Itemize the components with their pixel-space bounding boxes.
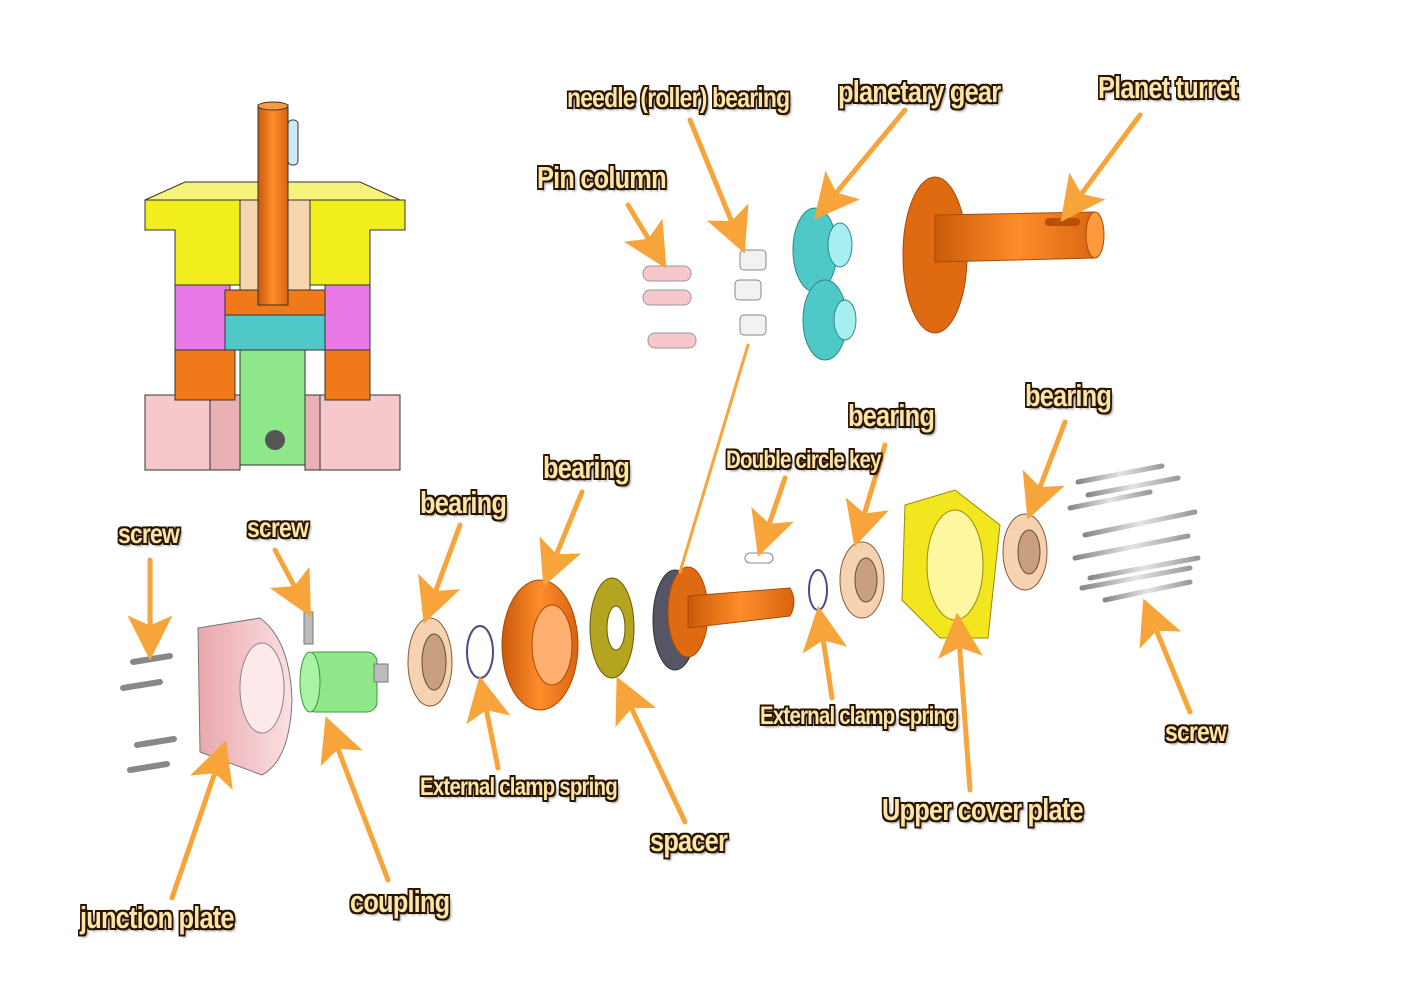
upper-cover-plate-part (901, 489, 1001, 639)
small-screw (303, 611, 314, 645)
arrow-screw-left-2 (269, 547, 311, 618)
sun-gear-shaft (652, 566, 795, 671)
label-bearing-4: bearing (1025, 378, 1112, 413)
junction-plate (197, 617, 293, 776)
arrow-clamp-spring-2 (802, 605, 848, 701)
label-screw-left-1: screw (118, 518, 180, 549)
arrow-screw-right (1139, 598, 1193, 715)
label-junction-plate: junction plate (80, 900, 235, 935)
needle-bearings (734, 249, 767, 336)
label-external-clamp-spring-2: External clamp spring (760, 702, 958, 730)
label-bearing-2: bearing (543, 450, 630, 485)
label-spacer: spacer (650, 823, 728, 858)
label-external-clamp-spring-1: External clamp spring (420, 773, 618, 801)
double-circle-key-part (744, 552, 774, 564)
clamp-spring-part-2 (808, 569, 828, 611)
arrow-double-circle-key (751, 475, 794, 557)
arrow-bearing-4 (1022, 419, 1068, 520)
label-pin-column: Pin column (537, 160, 667, 195)
label-bearing-1: bearing (420, 485, 507, 520)
label-coupling: coupling (350, 884, 450, 919)
label-bearing-3: bearing (848, 398, 935, 433)
arrow-planetary-gear (814, 107, 908, 220)
arrow-spacer (615, 676, 688, 825)
coupling-part (299, 651, 389, 713)
arrow-junction-plate (169, 740, 233, 901)
orange-bearing-housing (501, 579, 579, 711)
arrow-upper-cover-plate (937, 612, 983, 793)
planetary-gears (792, 207, 857, 361)
planet-turret (902, 176, 1105, 334)
arrow-needle-to-shaft (678, 343, 750, 574)
bearing-part-2 (839, 541, 885, 619)
clamp-spring-part-1 (466, 625, 494, 679)
arrow-bearing-2 (539, 489, 585, 587)
arrow-needle-bearing (687, 117, 749, 254)
arrow-bearing-1 (418, 522, 463, 624)
bearing-part-3 (1002, 513, 1048, 591)
label-screw-right: screw (1165, 716, 1227, 747)
arrow-coupling (320, 716, 391, 883)
label-needle-roller-bearing: needle (roller) bearing (567, 82, 790, 113)
arrows (127, 107, 1193, 901)
assembled-cutaway (144, 101, 406, 471)
label-double-circle-key: Double circle key (726, 446, 882, 474)
spacer-part (589, 577, 635, 679)
arrow-planet-turret (1060, 112, 1143, 223)
label-upper-cover-plate: Upper cover plate (882, 792, 1084, 827)
left-screws (120, 653, 177, 773)
bearing-part-1 (407, 617, 453, 707)
right-screws (1067, 463, 1201, 603)
arrow-bearing-3 (845, 442, 889, 547)
label-planet-turret: Planet turret (1098, 70, 1238, 105)
arrow-pin-column (623, 202, 667, 269)
arrow-clamp-spring-1 (466, 675, 511, 771)
label-screw-left-2: screw (247, 512, 309, 543)
label-planetary-gear: planetary gear (838, 74, 1001, 109)
pin-columns (642, 265, 697, 349)
